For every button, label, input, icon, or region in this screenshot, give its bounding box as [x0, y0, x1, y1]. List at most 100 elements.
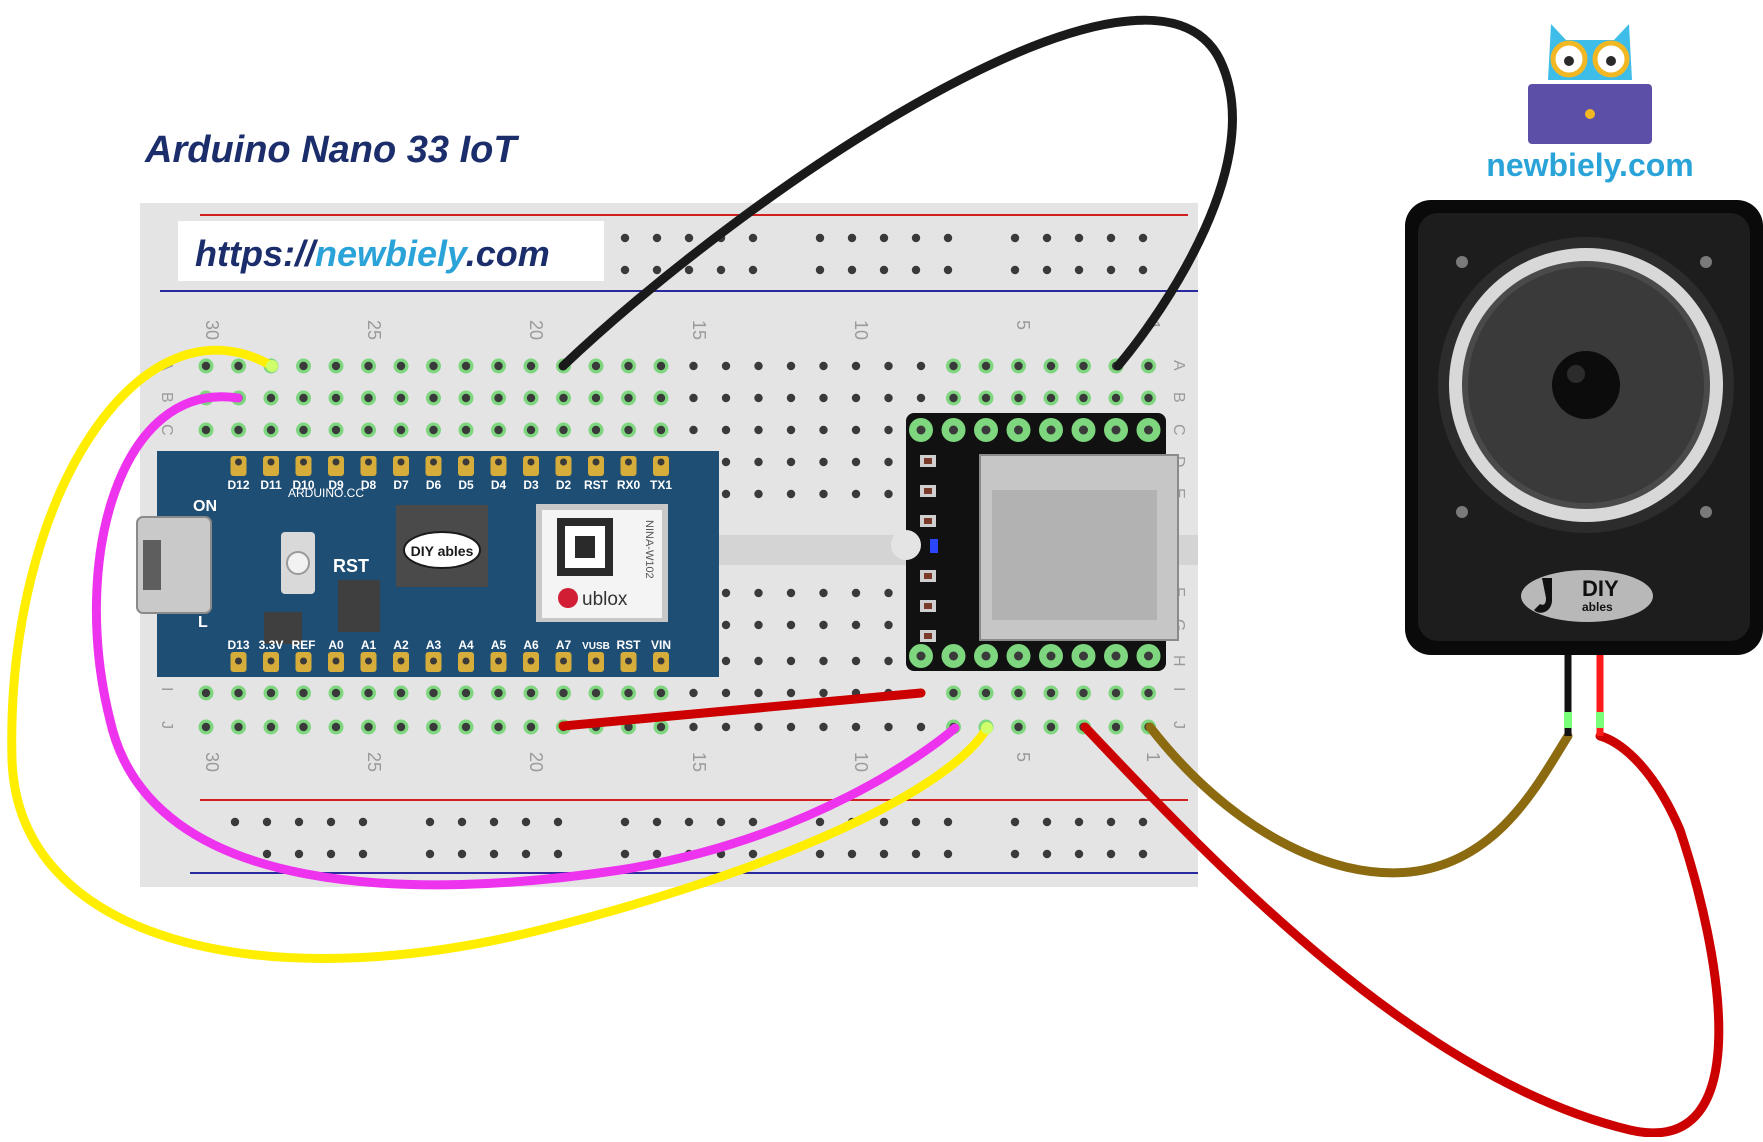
- breadboard-hole: [494, 393, 503, 403]
- power-rail-hole: [521, 817, 531, 827]
- arduino-bottom-pin-hole: [332, 657, 340, 665]
- breadboard-hole: [819, 489, 828, 499]
- breadboard-hole: [234, 361, 243, 371]
- breadboard-hole: [884, 620, 893, 630]
- arduino-top-pin-pad: [230, 456, 247, 476]
- arduino-bottom-pin-label: A0: [328, 638, 344, 652]
- arduino-top-pin-pad: [588, 456, 604, 476]
- arduino-bottom-pin-hole: [625, 657, 632, 665]
- newbiely-logo: newbiely.com: [1486, 24, 1694, 183]
- dfplayer-pin-hole: [981, 651, 991, 661]
- power-rail-hole: [748, 817, 758, 827]
- breadboard-hole: [851, 457, 861, 467]
- arduino-top-pin-label: D7: [393, 478, 409, 492]
- power-rail-hole: [716, 265, 726, 275]
- arduino-top-pin-pad: [523, 456, 539, 476]
- brown-wire: [1145, 722, 1573, 878]
- power-rail-hole: [1042, 849, 1052, 859]
- dfplayer-pin-hole: [1046, 425, 1056, 435]
- power-rail-hole: [620, 265, 630, 275]
- speaker-screw-tl: [1456, 256, 1468, 268]
- breadboard-hole: [234, 425, 243, 435]
- breadboard-hole: [1111, 393, 1121, 403]
- power-rail-hole: [879, 233, 889, 243]
- breadboard-hole: [689, 361, 698, 371]
- diy-ables-logo-text: DIY ables: [411, 543, 474, 559]
- arduino-top-pin-label: D4: [491, 478, 507, 492]
- breadboard-hole: [1046, 688, 1056, 698]
- power-rail-hole: [815, 265, 825, 275]
- breadboard-hole: [819, 722, 828, 732]
- yellow-wire-end-highlight: [266, 360, 278, 372]
- arduino-top-pin-pad: [393, 456, 409, 476]
- arduino-bottom-pin-hole: [300, 657, 307, 665]
- dfplayer-smd-component-core: [924, 603, 932, 609]
- power-rail-hole: [457, 817, 467, 827]
- arduino-bottom-pin-hole: [657, 657, 665, 665]
- arduino-top-pin-hole: [657, 458, 665, 466]
- red-wire-short: [558, 688, 926, 731]
- arduino-bottom-pin-hole: [397, 657, 405, 665]
- power-rail-hole: [425, 849, 435, 859]
- breadboard-hole: [461, 722, 471, 732]
- arduino-bottom-pin-label: RST: [617, 638, 642, 652]
- breadboard-hole: [819, 656, 828, 666]
- secondary-chip: [338, 580, 380, 632]
- yellow-wire: [7, 345, 992, 963]
- breadboard-hole: [884, 425, 893, 435]
- breadboard-hole: [851, 393, 861, 403]
- breadboard-hole: [364, 361, 373, 371]
- breadboard-hole: [1144, 393, 1153, 403]
- breadboard-hole: [299, 722, 308, 732]
- breadboard-hole: [461, 393, 471, 403]
- column-number-bottom: 5: [1013, 752, 1033, 762]
- breadboard-hole: [396, 393, 406, 403]
- arduino-top-pin-pad: [653, 456, 669, 476]
- breadboard-hole: [884, 722, 893, 732]
- breadboard-hole: [1046, 393, 1056, 403]
- breadboard-hole: [559, 425, 568, 435]
- breadboard-hole: [819, 620, 828, 630]
- power-rail-hole: [1074, 233, 1084, 243]
- breadboard-hole: [721, 620, 731, 630]
- arduino-top-pin-label: D6: [426, 478, 442, 492]
- power-rail-hole: [911, 817, 921, 827]
- small-chip: [264, 612, 302, 644]
- dfplayer-mini-module: [891, 413, 1179, 671]
- dfplayer-smd-component-core: [924, 573, 932, 579]
- breadboard-hole: [689, 722, 698, 732]
- breadboard-hole: [1144, 361, 1153, 371]
- speaker-logo-diy: DIY: [1582, 576, 1619, 601]
- column-number-bottom: 1: [1143, 752, 1163, 762]
- breadboard-hole: [884, 393, 893, 403]
- power-rail-hole: [326, 817, 336, 827]
- breadboard-hole: [884, 489, 893, 499]
- breadboard-hole: [396, 425, 406, 435]
- arduino-bottom-pin-label: A6: [523, 638, 539, 652]
- dfplayer-pin-hole: [1079, 425, 1088, 435]
- breadboard-hole: [786, 489, 796, 499]
- breadboard-hole: [624, 688, 633, 698]
- speaker-screw-br: [1700, 506, 1712, 518]
- breadboard-hole: [949, 688, 958, 698]
- power-rail-hole: [358, 849, 368, 859]
- breadboard-hole: [1079, 361, 1088, 371]
- power-rail-hole: [716, 817, 726, 827]
- breadboard-hole: [591, 393, 601, 403]
- power-rail-hole: [620, 817, 630, 827]
- row-letter-right: J: [1170, 721, 1187, 729]
- speaker-dust-cap: [1552, 351, 1620, 419]
- arduino-top-pin-label: D3: [523, 478, 539, 492]
- breadboard-hole: [299, 393, 308, 403]
- power-rail-hole: [262, 817, 272, 827]
- breadboard-hole: [1111, 722, 1121, 732]
- dfplayer-pin-hole: [916, 651, 926, 661]
- column-number-bottom: 25: [364, 752, 384, 772]
- power-rail-hole: [879, 849, 889, 859]
- breadboard-hole: [331, 361, 341, 371]
- power-rail-hole: [489, 849, 499, 859]
- breadboard-hole: [754, 722, 763, 732]
- black-wire: [558, 15, 1237, 371]
- breadboard-hole: [981, 393, 991, 403]
- breadboard-hole: [429, 425, 438, 435]
